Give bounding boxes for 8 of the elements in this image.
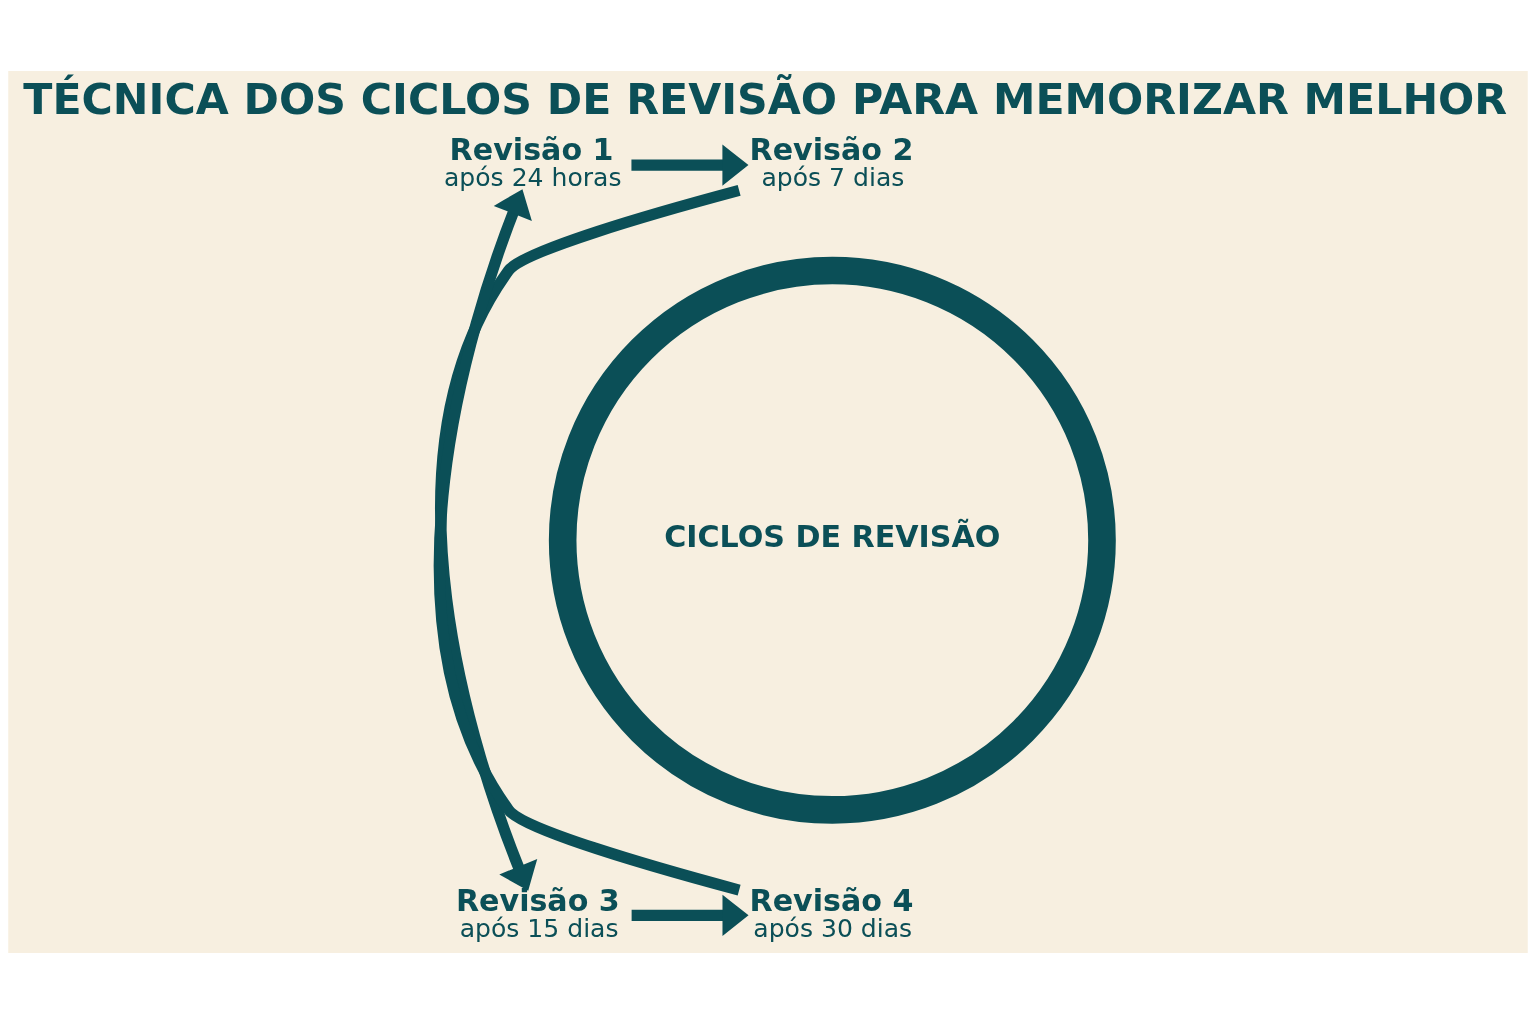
node-circle: CICLOS DE REVISÃO: [548, 256, 1116, 824]
node-text: Revisão 2 após 7 dias: [749, 132, 914, 193]
diagram-title: TÉCNICA DOS CICLOS DE REVISÃO PARA MEMORIZAR MELHOR: [23, 73, 1508, 124]
node-text: Revisão 3 após 15 dias: [455, 882, 620, 943]
arrow: [631, 144, 749, 186]
node-text: Revisão 4 após 30 dias: [749, 882, 914, 943]
arrow: [631, 894, 749, 936]
node-text: Revisão 1 após 24 horas: [443, 132, 622, 193]
